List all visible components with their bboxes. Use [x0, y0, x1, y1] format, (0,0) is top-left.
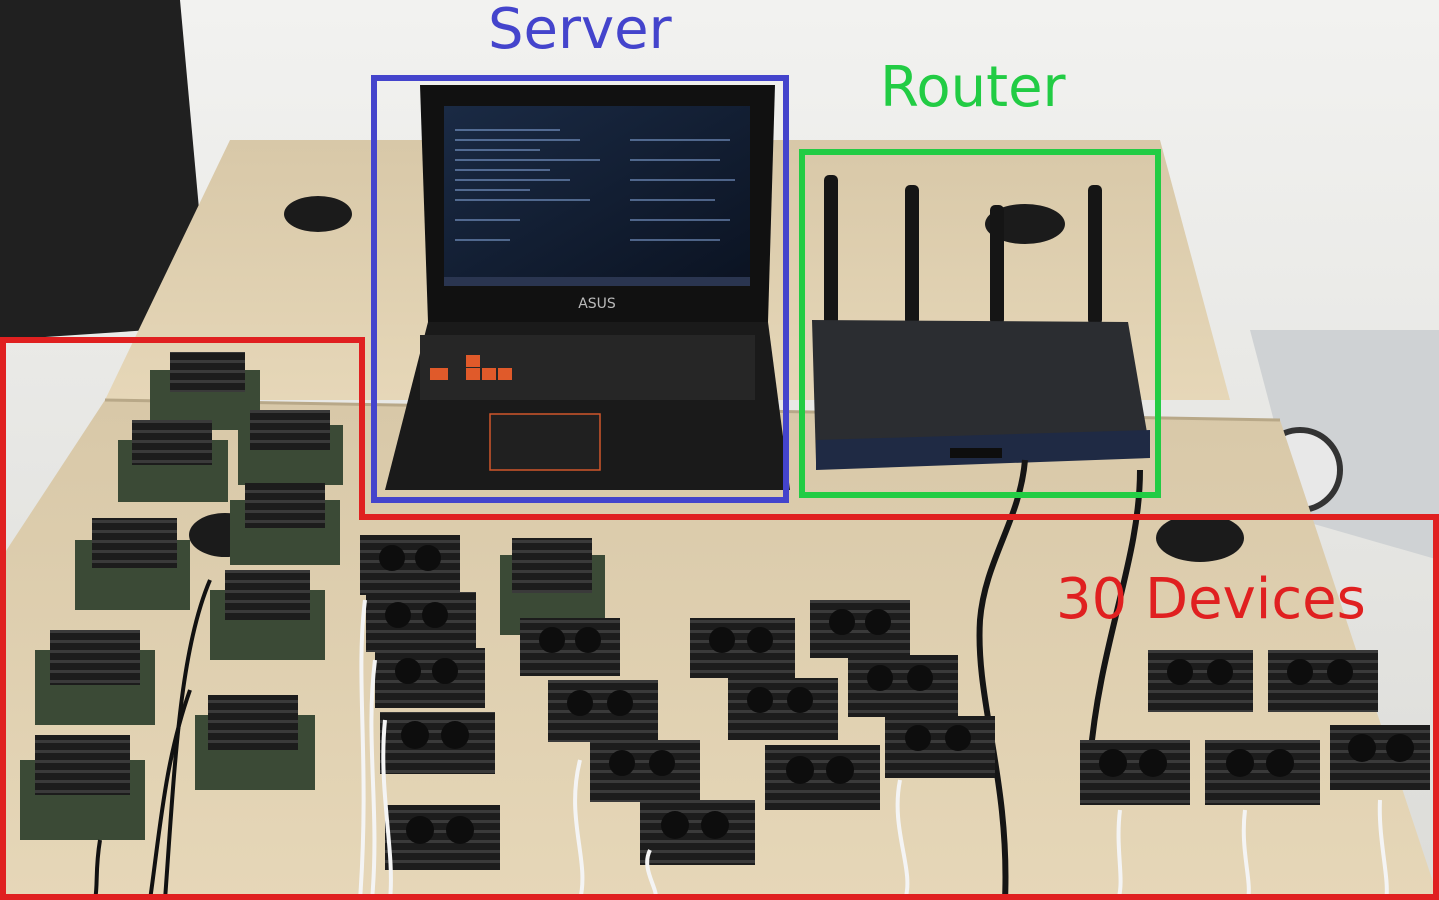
- pi-device: [1330, 725, 1430, 790]
- jetson-board: [195, 695, 315, 790]
- jetson-board: [238, 410, 343, 485]
- pi-device: [590, 740, 700, 802]
- pi-device: [385, 805, 500, 870]
- laptop-screen: [444, 106, 750, 286]
- server-box: [371, 75, 789, 503]
- jetson-board: [210, 570, 325, 660]
- laptop-brand: ASUS: [578, 296, 616, 312]
- pi-device: [375, 648, 485, 708]
- terminal-text: [455, 129, 735, 241]
- pi-device: [548, 680, 658, 742]
- jetson-board: [20, 735, 145, 840]
- jetson-board: [118, 420, 228, 502]
- devices-label: 30 Devices: [1056, 567, 1366, 632]
- jetson-board: [35, 630, 155, 725]
- devices-box: [0, 337, 1439, 900]
- pi-device: [765, 745, 880, 810]
- pi-device: [380, 712, 495, 774]
- pi-device: [1268, 650, 1378, 712]
- pi-device: [728, 678, 838, 740]
- router: [812, 175, 1150, 900]
- pi-device: [640, 800, 755, 865]
- grommet: [1156, 514, 1244, 562]
- pi-device: [1080, 740, 1190, 805]
- pi-device: [360, 535, 460, 595]
- keyboard: [420, 335, 755, 400]
- router-box: [799, 149, 1161, 498]
- laptop: ASUS: [385, 85, 790, 490]
- pi-device: [1205, 740, 1320, 805]
- jetson-board: [150, 352, 260, 430]
- chair: [0, 0, 200, 340]
- grommet: [985, 204, 1065, 244]
- pi-device: [366, 592, 476, 652]
- pi-device: [885, 716, 995, 778]
- jetson-board: [230, 483, 340, 565]
- pi-device: [520, 618, 620, 676]
- pi-device: [1148, 650, 1253, 712]
- pi-device: [690, 618, 795, 678]
- jetson-board: [75, 518, 190, 610]
- server-label: Server: [488, 0, 672, 62]
- jetson-boards: [20, 352, 605, 840]
- usb-cables: [358, 599, 1389, 900]
- pi-device: [810, 600, 910, 658]
- touchpad: [489, 413, 601, 471]
- pi-devices: [360, 535, 1430, 870]
- grommet: [284, 196, 352, 232]
- router-cable: [1087, 469, 1143, 761]
- pi-device: [848, 655, 958, 717]
- router-label: Router: [880, 55, 1066, 120]
